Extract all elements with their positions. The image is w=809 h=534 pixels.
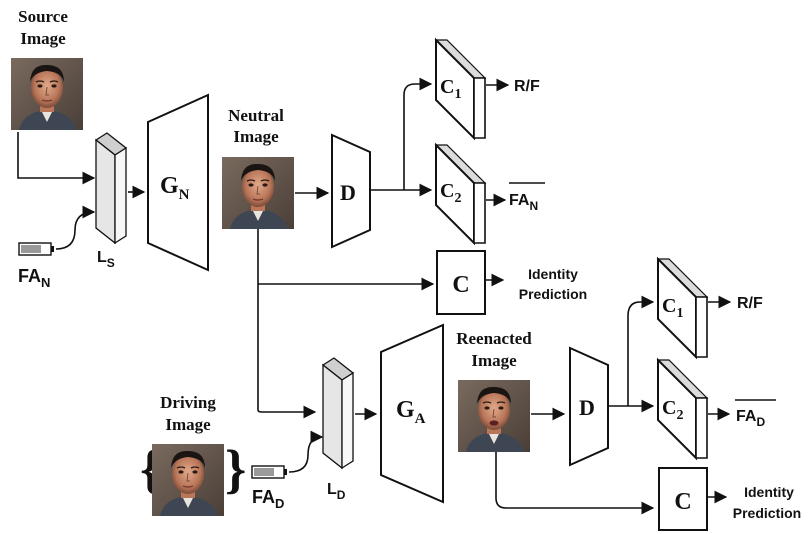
identity-classifier-bottom-label: C (674, 489, 691, 515)
fa-d-bar-output: FAD (736, 408, 765, 429)
fa-n-bar-output: FAN (509, 192, 538, 213)
generator-a-block (380, 323, 444, 504)
classifier-c1-bottom-block (656, 256, 709, 360)
reenacted-face-image (457, 379, 531, 453)
identity-prediction-bottom-line2: Prediction (733, 505, 801, 521)
neutral-face-image (221, 156, 295, 230)
classifier-c2-bottom-block (656, 357, 709, 461)
real-fake-output-top: R/F (514, 78, 540, 95)
latent-d-block (321, 357, 355, 470)
classifier-c1-bottom-label: C1 (662, 295, 683, 321)
identity-prediction-top-line1: Identity (528, 266, 578, 282)
driving-right-brace: } (225, 439, 246, 499)
edge-fad-to-ld (288, 430, 324, 473)
source-face-image (10, 57, 84, 131)
identity-classifier-top-label: C (452, 272, 469, 298)
identity-prediction-bottom-line1: Identity (744, 484, 794, 500)
fa-n-battery-icon (18, 242, 54, 256)
reenacted-image-title-line2: Image (471, 351, 517, 370)
edge-source-to-ls (17, 132, 96, 185)
classifier-c2-top-label: C2 (440, 180, 461, 206)
generator-n-label: GN (160, 173, 190, 203)
driving-face-image (151, 443, 225, 517)
latent-s-label: LS (97, 249, 115, 270)
fa-d-label: FAD (252, 487, 284, 511)
classifier-c1-top-block (434, 37, 487, 141)
identity-classifier-top-block (436, 250, 486, 315)
classifier-c1-top-label: C1 (440, 76, 461, 102)
discriminator-bottom-label: D (579, 395, 595, 420)
edge-reenacted-to-c-bottom (495, 452, 655, 515)
fa-d-battery-icon (251, 465, 287, 479)
driving-image-title-line1: Driving (160, 393, 216, 412)
neutral-image-title-line1: Neutral (228, 106, 284, 125)
latent-s-block (94, 132, 128, 245)
neutral-image-title-line2: Image (233, 127, 279, 146)
latent-d-label: LD (327, 481, 346, 502)
classifier-c2-bottom-label: C2 (662, 397, 683, 423)
discriminator-top-label: D (340, 180, 356, 205)
identity-prediction-top-line2: Prediction (519, 286, 587, 302)
edge-neutral-to-ld (257, 229, 317, 419)
discriminator-bottom-block (569, 346, 609, 467)
edge-fan-to-ls (55, 205, 96, 250)
classifier-c2-top-block (434, 142, 487, 246)
generator-a-label: GA (396, 397, 426, 427)
edge-d-to-c1-top (403, 77, 433, 191)
generator-n-block (147, 93, 209, 272)
real-fake-output-bottom: R/F (737, 295, 763, 312)
source-image-title-line1: Source (18, 7, 68, 26)
source-image-title-line2: Image (20, 29, 66, 48)
fa-n-label: FAN (18, 266, 50, 290)
identity-classifier-bottom-block (658, 467, 708, 531)
discriminator-top-block (331, 133, 371, 249)
driving-image-title-line2: Image (165, 415, 211, 434)
reenacted-image-title-line1: Reenacted (456, 329, 532, 348)
edge-d-to-c1-bottom (627, 295, 655, 406)
